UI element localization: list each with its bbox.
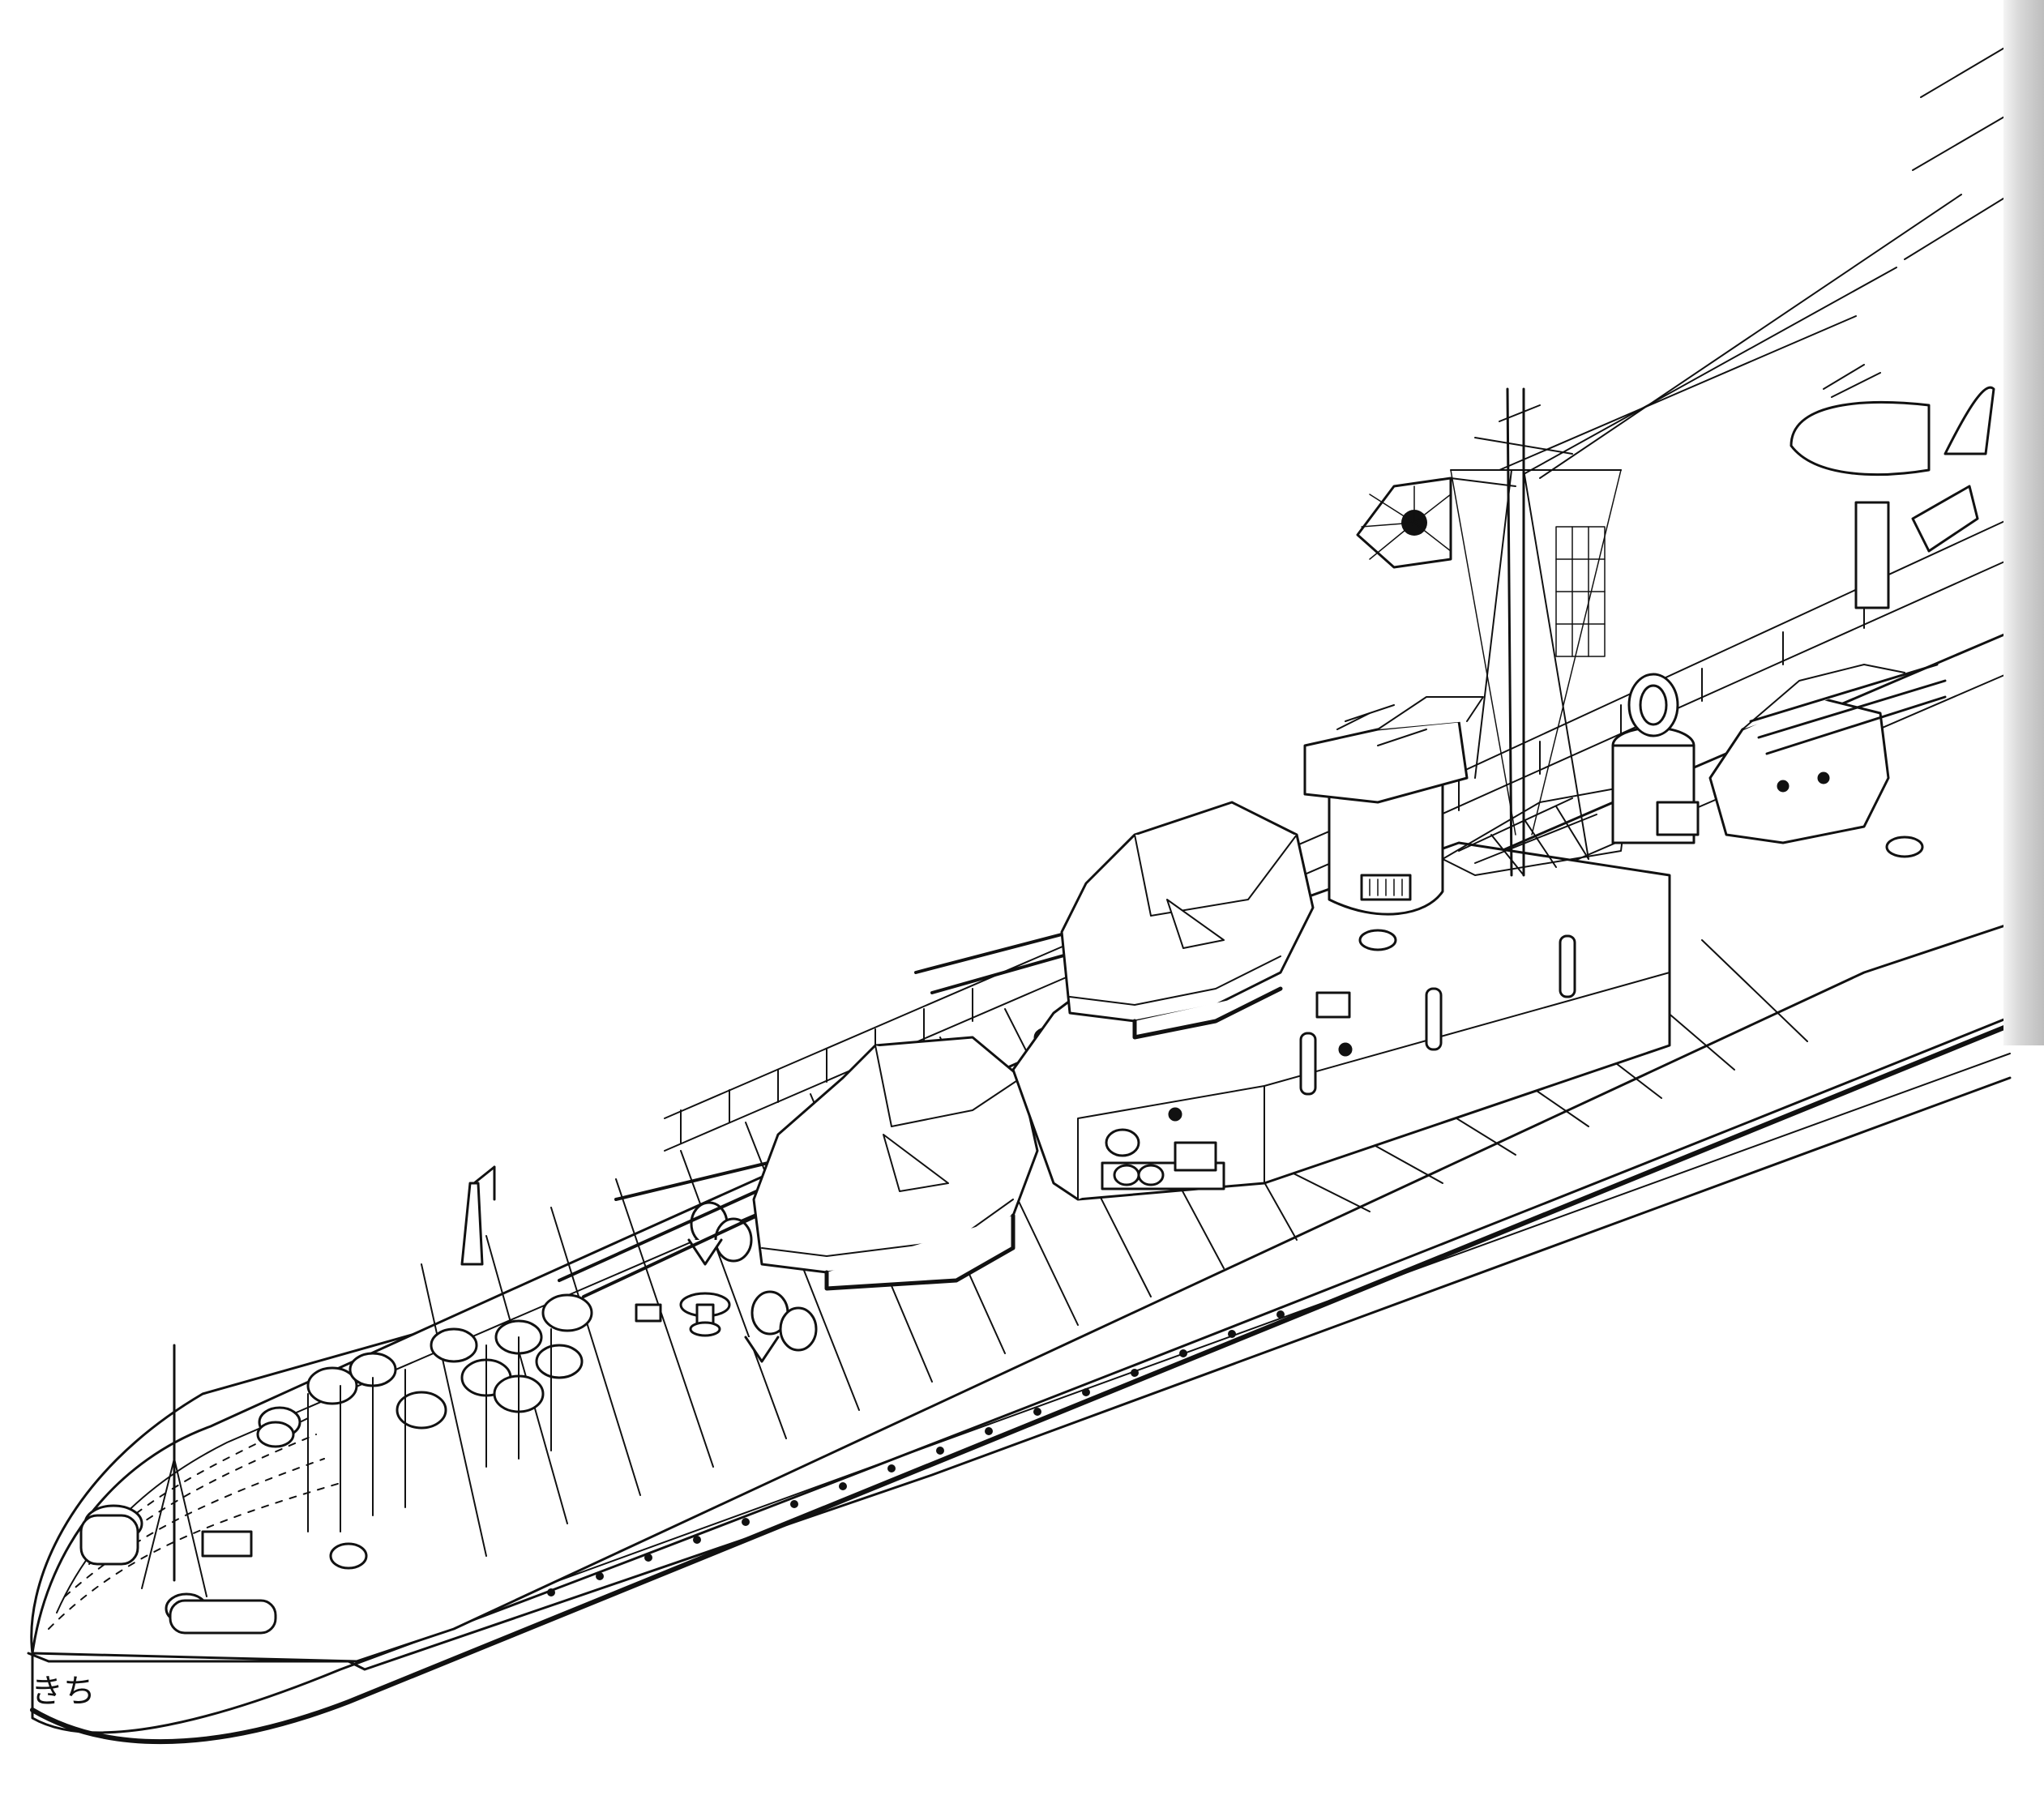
bridge-tower — [1303, 696, 1484, 916]
bow-name: きち — [31, 1673, 96, 1710]
hull-portholes — [547, 1310, 1285, 1596]
superstructure — [1011, 841, 1671, 1201]
foremast — [1450, 387, 1622, 877]
mast-lattice — [1555, 526, 1606, 657]
searchlight-platform — [1611, 673, 1700, 844]
gun-turret-raised — [1060, 801, 1315, 1040]
bow-fittings — [79, 1165, 496, 1635]
anchor-chains — [307, 1328, 552, 1532]
rising-sun-flag-icon — [1356, 477, 1452, 569]
rigging-lines — [1499, 44, 2011, 479]
aft-gun-pedestal — [1790, 364, 1995, 609]
torpedo-mount — [1708, 663, 1947, 844]
boat-deck-gear — [1105, 836, 1924, 1172]
jack-staff — [141, 1344, 207, 1597]
gun-turret-forward — [752, 1036, 1039, 1291]
scan-edge-shadow — [2003, 0, 2044, 1045]
